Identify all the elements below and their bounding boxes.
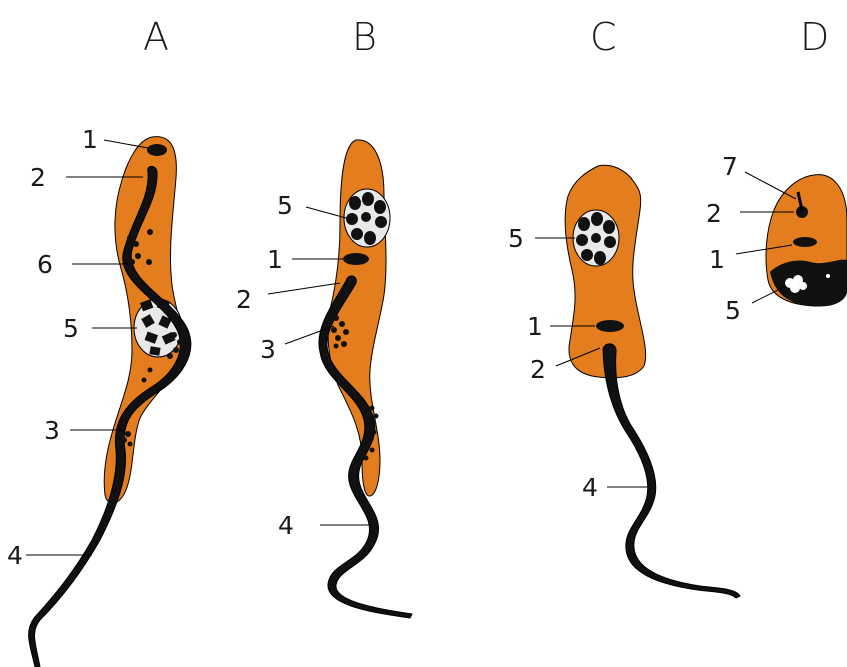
form-b-label-2: 2 — [236, 285, 252, 314]
form-b: 5 1 2 3 4 — [236, 140, 412, 618]
panel-letter-c: C — [590, 15, 617, 59]
form-a-label-2: 2 — [30, 163, 46, 192]
form-a-label-6: 6 — [37, 250, 53, 279]
form-b-label-5: 5 — [277, 191, 293, 220]
form-b-label-1: 1 — [267, 245, 283, 274]
form-a-label-4: 4 — [7, 541, 23, 570]
form-c-label-2: 2 — [530, 355, 546, 384]
panel-letter-a: A — [143, 15, 169, 59]
form-c: 5 1 2 4 — [508, 165, 740, 598]
form-a-label-3: 3 — [44, 416, 60, 445]
form-a: 1 2 6 5 3 4 — [7, 125, 191, 667]
form-b-label-3: 3 — [260, 335, 276, 364]
form-a-label-5: 5 — [63, 314, 79, 343]
form-d-label-2: 2 — [706, 199, 722, 228]
form-c-label-4: 4 — [582, 473, 598, 502]
form-a-kinetoplast — [147, 144, 167, 156]
form-d-label-7: 7 — [722, 152, 738, 181]
form-b-kinetoplast — [343, 253, 369, 265]
form-c-flagellum — [603, 344, 740, 598]
panel-letter-d: D — [800, 15, 829, 59]
form-d-label-1: 1 — [709, 245, 725, 274]
form-a-label-1: 1 — [82, 125, 98, 154]
form-d-label-5: 5 — [725, 296, 741, 325]
form-b-label-4: 4 — [278, 511, 294, 540]
form-c-nucleus — [573, 210, 619, 266]
form-c-label-1: 1 — [527, 312, 543, 341]
form-d-leader-7 — [745, 172, 796, 199]
form-b-nucleus — [344, 189, 390, 247]
form-d-kinetoplast — [793, 237, 817, 247]
form-d-nucleus — [770, 260, 847, 306]
form-c-label-5: 5 — [508, 224, 524, 253]
form-b-leader-2 — [268, 283, 340, 294]
panel-letter-b: B — [352, 15, 377, 59]
form-c-kinetoplast — [596, 320, 624, 332]
form-d: 7 2 1 5 — [706, 152, 847, 325]
